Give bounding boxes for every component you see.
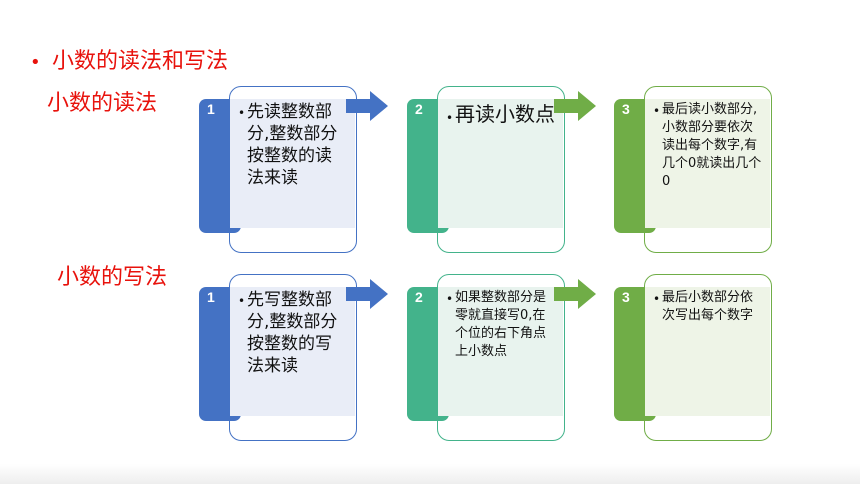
bottom-band [0, 464, 860, 484]
section-label-writing: 小数的写法 [57, 265, 168, 290]
step-text-box: • 最后小数部分依次写出每个数字 [644, 287, 770, 416]
step-number: 1 [207, 101, 215, 117]
right-arrow-icon [554, 279, 596, 309]
step-number: 2 [415, 101, 423, 117]
bullet-dot: • [238, 294, 246, 308]
slide-title: • 小数的读法和写法 [30, 48, 228, 77]
step-number: 3 [622, 289, 630, 305]
step-text-box: • 最后读小数部分,小数部分要依次读出每个数字,有几个0就读出几个0 [644, 99, 770, 228]
right-arrow-icon [346, 279, 388, 309]
bullet-dot: • [653, 292, 661, 306]
bullet-dot: • [446, 292, 454, 306]
bullet-dot: • [446, 111, 454, 125]
step-text-box: • 先读整数部分,整数部分按整数的读法来读 [229, 99, 355, 228]
step-text: 先读整数部分,整数部分按整数的读法来读 [247, 102, 338, 188]
slide-title-text: 小数的读法和写法 [52, 49, 229, 74]
step-text: 再读小数点 [455, 102, 555, 126]
step-number: 1 [207, 289, 215, 305]
step-number: 2 [415, 289, 423, 305]
step-frame [644, 86, 772, 253]
step-text: 如果整数部分是零就直接写0,在个位的右下角点上小数点 [455, 290, 547, 359]
step-text-box: • 再读小数点 [437, 99, 563, 228]
bullet-dot: • [653, 104, 661, 118]
step-text: 最后读小数部分,小数部分要依次读出每个数字,有几个0就读出几个0 [662, 102, 762, 189]
step-frame [437, 86, 565, 253]
right-arrow-icon [554, 91, 596, 121]
step-text-box: • 如果整数部分是零就直接写0,在个位的右下角点上小数点 [437, 287, 563, 416]
step-frame [229, 86, 357, 253]
step-text: 先写整数部分,整数部分按整数的写法来读 [247, 290, 338, 376]
step-frame [437, 274, 565, 441]
step-frame [644, 274, 772, 441]
right-arrow-icon [346, 91, 388, 121]
step-frame [229, 274, 357, 441]
step-number: 3 [622, 101, 630, 117]
step-text-box: • 先写整数部分,整数部分按整数的写法来读 [229, 287, 355, 416]
section-label-reading: 小数的读法 [47, 91, 158, 116]
bullet-dot: • [238, 106, 246, 120]
step-text: 最后小数部分依次写出每个数字 [662, 290, 754, 323]
bullet-dot: • [30, 52, 41, 73]
